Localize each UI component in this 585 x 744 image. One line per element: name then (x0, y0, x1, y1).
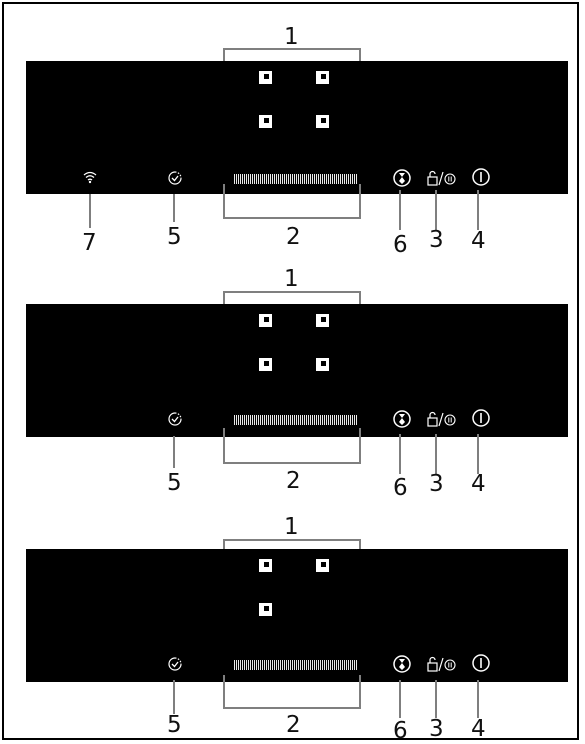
label-slider: 2 (286, 712, 301, 738)
power-icon[interactable] (471, 408, 491, 428)
boost-icon[interactable] (392, 168, 412, 188)
lock-pause-icon[interactable] (426, 655, 458, 673)
leader-line (477, 190, 479, 230)
label-lock: 3 (429, 227, 444, 253)
cooking-zone (259, 115, 272, 128)
label-zones: 1 (284, 24, 299, 50)
leader-line (173, 194, 175, 222)
power-slider[interactable] (234, 174, 358, 184)
leader-line (173, 436, 175, 468)
lock-pause-icon[interactable] (426, 410, 458, 428)
power-icon[interactable] (471, 167, 491, 187)
cooking-zone (259, 559, 272, 572)
leader-line (89, 194, 91, 228)
boost-icon[interactable] (392, 409, 412, 429)
wifi-icon (83, 171, 97, 184)
timer-check-icon (168, 657, 182, 671)
label-slider: 2 (286, 224, 301, 250)
label-boost: 6 (393, 232, 408, 258)
label-boost: 6 (393, 718, 408, 744)
cooking-zone (259, 358, 272, 371)
control-panel (26, 61, 568, 194)
leader-line (435, 190, 437, 230)
leader-line (435, 680, 437, 718)
control-panel (26, 304, 568, 437)
leader-line (477, 434, 479, 474)
power-icon[interactable] (471, 653, 491, 673)
leader-line (477, 680, 479, 718)
label-timer: 5 (167, 470, 182, 496)
label-lock: 3 (429, 716, 444, 742)
slider-bracket (223, 428, 361, 464)
leader-line (399, 434, 401, 474)
label-timer: 5 (167, 712, 182, 738)
label-lock: 3 (429, 471, 444, 497)
timer-check-icon (168, 412, 182, 426)
leader-line (173, 680, 175, 714)
cooking-zone (316, 115, 329, 128)
timer-check-icon (168, 171, 182, 185)
label-zones: 1 (284, 514, 299, 540)
slider-bracket (223, 184, 361, 219)
leader-line (435, 434, 437, 474)
label-slider: 2 (286, 468, 301, 494)
label-timer: 5 (167, 224, 182, 250)
label-wifi: 7 (82, 230, 97, 256)
cooking-zone (316, 314, 329, 327)
lock-pause-icon[interactable] (426, 169, 458, 187)
cooking-zone (259, 603, 272, 616)
cooking-zone (316, 358, 329, 371)
slider-bracket (223, 675, 361, 709)
label-boost: 6 (393, 475, 408, 501)
power-slider[interactable] (234, 415, 358, 425)
boost-icon[interactable] (392, 654, 412, 674)
label-power: 4 (471, 228, 486, 254)
leader-line (399, 190, 401, 230)
label-power: 4 (471, 716, 486, 742)
label-power: 4 (471, 471, 486, 497)
power-slider[interactable] (234, 660, 358, 670)
cooking-zone (316, 559, 329, 572)
cooking-zone (259, 71, 272, 84)
control-panel (26, 549, 568, 682)
leader-line (399, 680, 401, 718)
cooking-zone (316, 71, 329, 84)
cooking-zone (259, 314, 272, 327)
label-zones: 1 (284, 266, 299, 292)
